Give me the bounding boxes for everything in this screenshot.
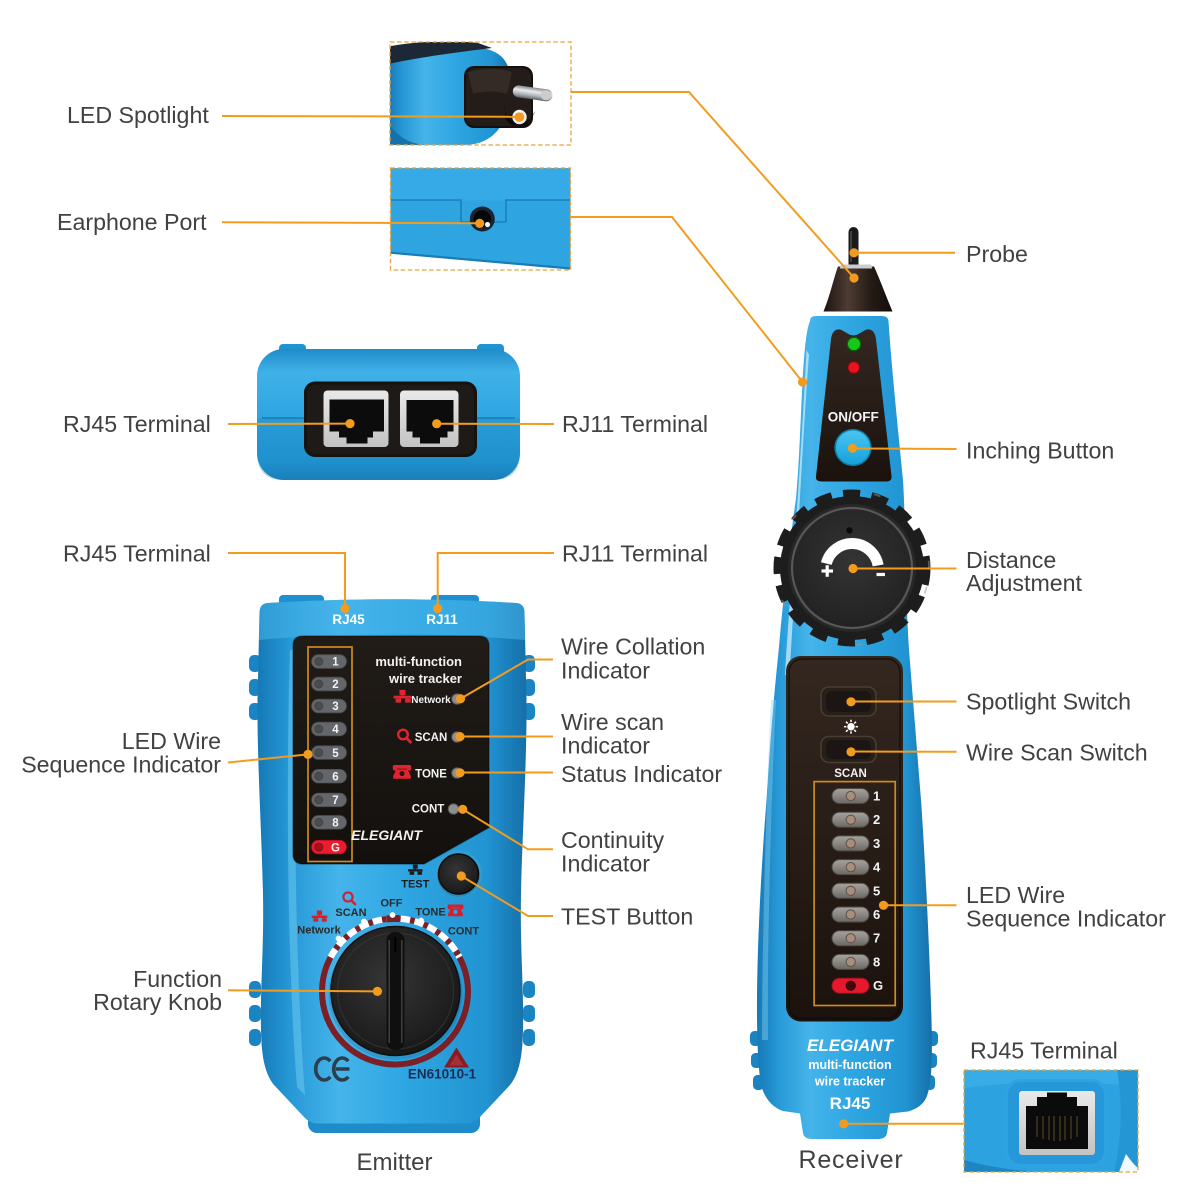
svg-text:5: 5 xyxy=(873,883,880,898)
svg-text:Probe: Probe xyxy=(966,241,1028,267)
svg-text:8: 8 xyxy=(332,818,339,830)
svg-text:1: 1 xyxy=(873,789,880,804)
svg-text:7: 7 xyxy=(873,931,880,946)
svg-text:Earphone Port: Earphone Port xyxy=(57,209,207,235)
svg-text:LED Wire: LED Wire xyxy=(966,882,1065,908)
svg-text:Adjustment: Adjustment xyxy=(966,570,1083,596)
svg-text:SCAN: SCAN xyxy=(335,907,366,919)
svg-text:Indicator: Indicator xyxy=(561,851,650,877)
svg-text:Network: Network xyxy=(297,925,341,937)
svg-text:4: 4 xyxy=(873,860,881,875)
svg-text:2: 2 xyxy=(332,679,338,691)
svg-text:ELEGIANT: ELEGIANT xyxy=(351,827,423,843)
svg-text:RJ45 Terminal: RJ45 Terminal xyxy=(63,541,211,567)
svg-text:OFF: OFF xyxy=(381,898,403,910)
svg-text:RJ11: RJ11 xyxy=(426,612,458,627)
svg-text:Receiver: Receiver xyxy=(798,1146,903,1174)
svg-text:RJ11 Terminal: RJ11 Terminal xyxy=(562,541,708,567)
svg-text:6: 6 xyxy=(332,771,338,783)
svg-text:Spotlight Switch: Spotlight Switch xyxy=(966,689,1131,715)
svg-text:7: 7 xyxy=(332,795,338,807)
svg-text:1: 1 xyxy=(332,657,339,669)
svg-text:Distance: Distance xyxy=(966,547,1056,573)
svg-text:Indicator: Indicator xyxy=(561,658,650,684)
svg-text:8: 8 xyxy=(873,954,880,969)
svg-text:G: G xyxy=(873,978,883,993)
svg-text:ON/OFF: ON/OFF xyxy=(828,410,879,425)
svg-text:Wire Collation: Wire Collation xyxy=(561,634,705,660)
svg-text:multi-function: multi-function xyxy=(375,654,462,669)
svg-text:TONE: TONE xyxy=(415,907,445,919)
svg-text:ELEGIANT: ELEGIANT xyxy=(807,1036,895,1055)
svg-text:6: 6 xyxy=(873,907,880,922)
svg-text:RJ45 Terminal: RJ45 Terminal xyxy=(63,411,211,437)
svg-text:CONT: CONT xyxy=(448,926,479,938)
svg-text:RJ11 Terminal: RJ11 Terminal xyxy=(562,411,708,437)
svg-text:Network: Network xyxy=(411,695,451,706)
svg-text:RJ45 Terminal: RJ45 Terminal xyxy=(970,1038,1118,1064)
svg-text:Indicator: Indicator xyxy=(561,733,650,759)
svg-text:wire tracker: wire tracker xyxy=(388,671,462,686)
svg-text:Sequence Indicator: Sequence Indicator xyxy=(21,752,221,778)
svg-text:LED Wire: LED Wire xyxy=(122,728,221,754)
svg-text:Wire scan: Wire scan xyxy=(561,709,664,735)
svg-text:RJ45: RJ45 xyxy=(332,612,365,627)
svg-text:LED Spotlight: LED Spotlight xyxy=(67,102,209,128)
svg-text:5: 5 xyxy=(332,748,339,760)
svg-text:Rotary Knob: Rotary Knob xyxy=(93,989,222,1015)
svg-text:SCAN: SCAN xyxy=(834,768,867,780)
svg-text:RJ45: RJ45 xyxy=(830,1094,871,1113)
svg-text:EN61010-1: EN61010-1 xyxy=(408,1067,477,1082)
svg-text:TEST: TEST xyxy=(401,879,429,891)
svg-text:CONT: CONT xyxy=(412,804,445,816)
svg-text:Function: Function xyxy=(133,966,222,992)
svg-text:TEST Button: TEST Button xyxy=(561,904,693,930)
svg-text:G: G xyxy=(331,842,340,854)
svg-text:Status Indicator: Status Indicator xyxy=(561,761,722,787)
svg-text:3: 3 xyxy=(332,701,338,713)
svg-text:Sequence Indicator: Sequence Indicator xyxy=(966,906,1166,932)
svg-text:Wire Scan Switch: Wire Scan Switch xyxy=(966,740,1148,766)
svg-text:4: 4 xyxy=(332,724,339,736)
svg-text:wire tracker: wire tracker xyxy=(814,1075,885,1089)
svg-text:Inching Button: Inching Button xyxy=(966,438,1114,464)
svg-text:3: 3 xyxy=(873,836,880,851)
svg-text:TONE: TONE xyxy=(415,769,447,781)
svg-text:2: 2 xyxy=(873,812,880,827)
svg-text:Emitter: Emitter xyxy=(356,1149,432,1176)
svg-text:SCAN: SCAN xyxy=(415,732,448,744)
svg-text:multi-function: multi-function xyxy=(808,1058,891,1072)
svg-text:Continuity: Continuity xyxy=(561,827,665,853)
